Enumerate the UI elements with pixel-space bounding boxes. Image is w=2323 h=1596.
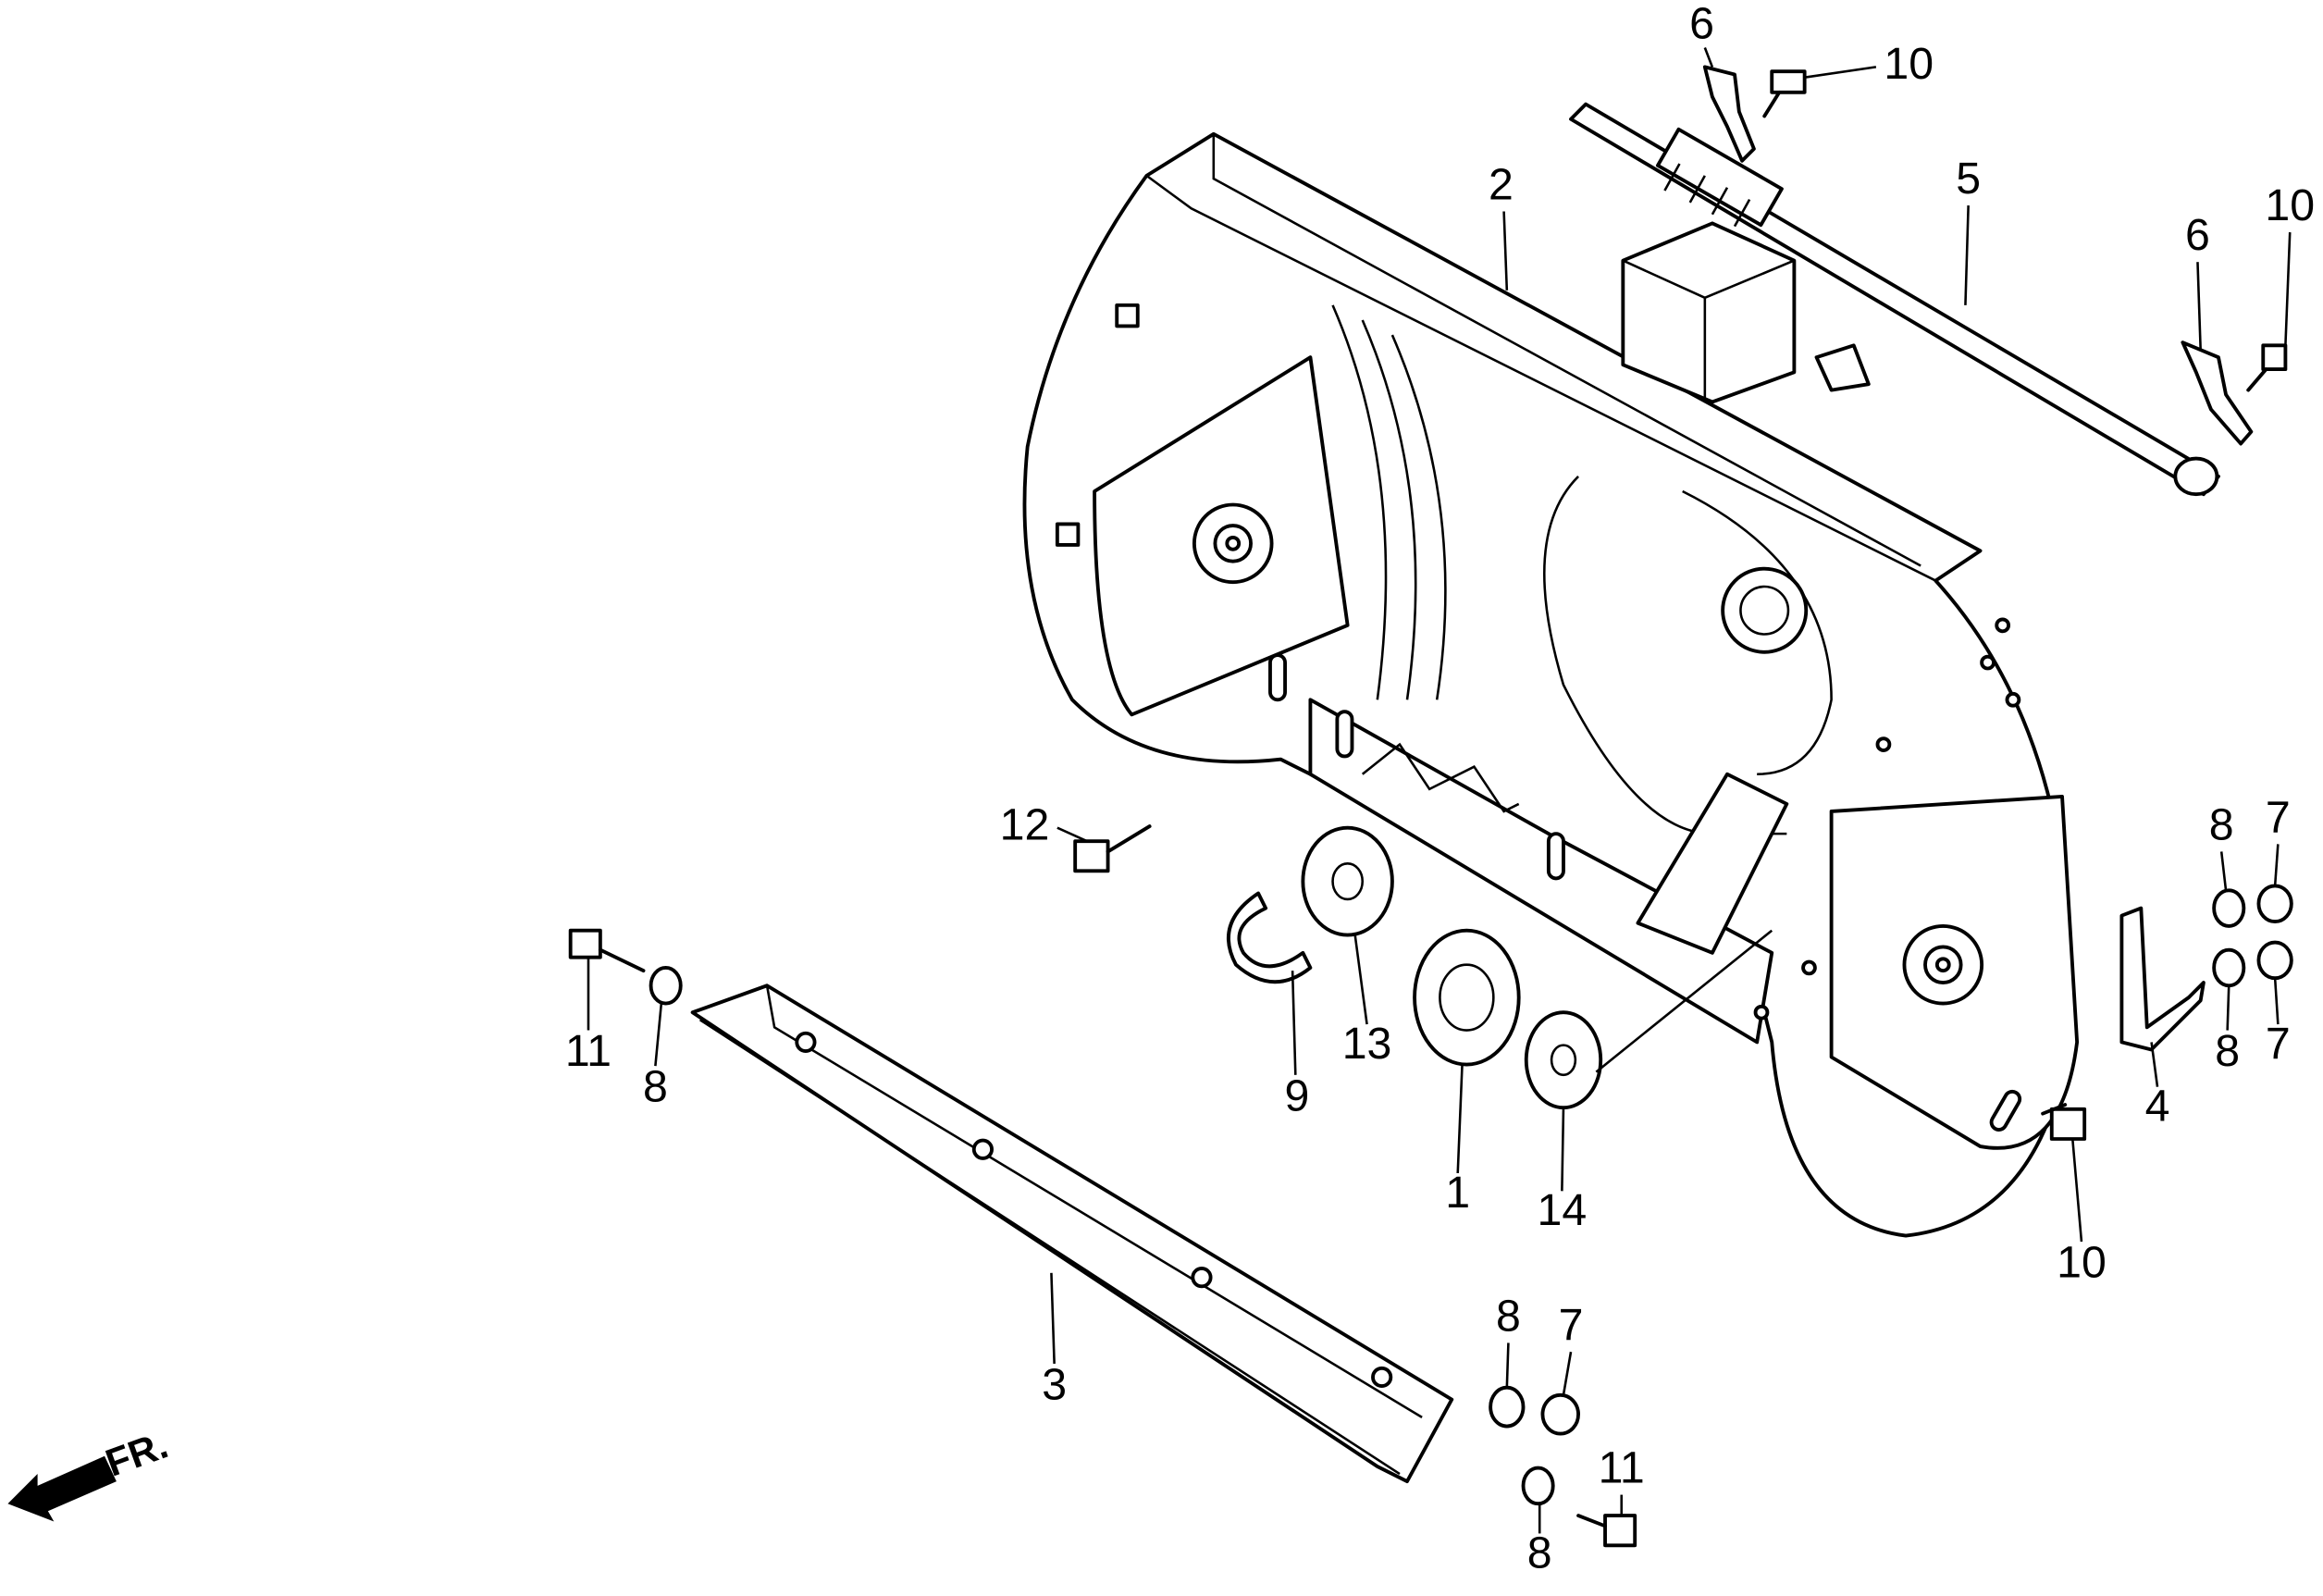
callout-8-left: 8	[643, 1062, 668, 1112]
callout-8-right-top: 8	[2209, 799, 2234, 849]
arrow-icon	[7, 1455, 117, 1522]
callout-6-right: 6	[2185, 210, 2210, 260]
callout-3: 3	[1042, 1359, 1067, 1409]
clip-6-right	[2181, 340, 2254, 446]
callout-4: 4	[2145, 1082, 2170, 1132]
bolt-10-top	[1762, 69, 1807, 118]
callout-10-top: 10	[1884, 39, 1934, 89]
callout-6-top: 6	[1689, 0, 1714, 49]
callout-12: 12	[1000, 799, 1050, 849]
callout-8-right-bottom: 8	[2215, 1026, 2240, 1076]
callout-2: 2	[1489, 160, 1514, 210]
callout-7-right-top: 7	[2266, 792, 2291, 842]
hardware	[568, 824, 2293, 1548]
scraper-blade	[690, 984, 1454, 1484]
leader-lines	[587, 47, 2292, 1534]
callout-7-right-bottom: 7	[2266, 1019, 2291, 1069]
callout-1: 1	[1445, 1168, 1470, 1218]
callout-8-bottom: 8	[1527, 1528, 1552, 1577]
callout-13: 13	[1342, 1019, 1392, 1069]
callout-11-left: 11	[565, 1026, 612, 1076]
bearing-14	[1524, 1010, 1603, 1110]
bearing-13	[1301, 825, 1394, 937]
callout-14: 14	[1538, 1185, 1588, 1235]
front-label: FR.	[100, 1423, 173, 1485]
callout-8-bottom-top: 8	[1496, 1291, 1521, 1341]
callout-7-bottom: 7	[1559, 1300, 1584, 1350]
auger-housing	[1022, 131, 2080, 1238]
callout-11-bottom: 11	[1599, 1443, 1645, 1493]
callout-9: 9	[1285, 1070, 1310, 1120]
bearing-holder-1	[1413, 928, 1521, 1067]
auger-shaft	[1569, 102, 2220, 497]
clip-6-top	[1702, 65, 1756, 163]
circlip-9	[1227, 891, 1313, 984]
callout-10-bottom: 10	[2057, 1238, 2107, 1288]
bracket-4	[2119, 906, 2206, 1052]
front-direction-indicator: FR.	[7, 1423, 173, 1522]
callout-10-right: 10	[2265, 180, 2315, 230]
bolt-10-right	[2246, 343, 2288, 392]
callout-5: 5	[1956, 154, 1981, 204]
callouts: 1 2 3 4 5 6 6 7 7 7 8 8 8 8 8 9 10 10 10…	[565, 0, 2315, 1577]
